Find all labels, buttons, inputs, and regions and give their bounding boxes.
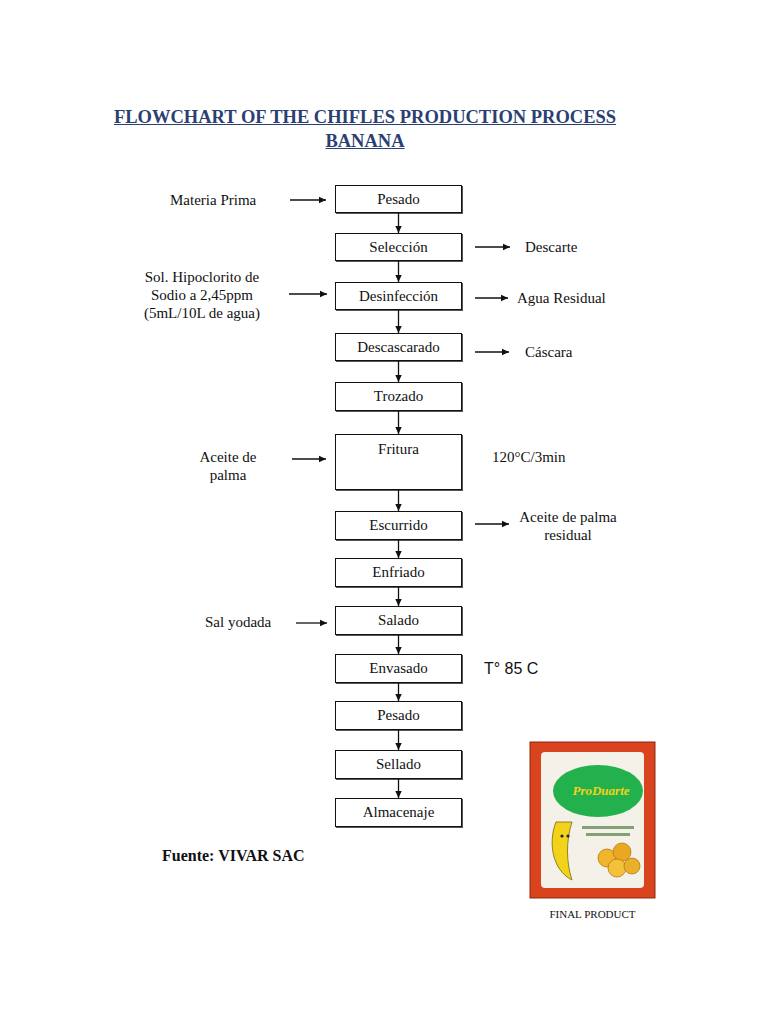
step-label: Pesado (377, 191, 420, 208)
source-note: Fuente: VIVAR SAC (162, 847, 362, 865)
chip (613, 843, 631, 861)
brand-logo: ProDuarte (556, 782, 646, 800)
process-box: Trozado (335, 382, 462, 411)
process-box: Pesado (335, 185, 462, 213)
condition-note: 120°C/3min (492, 448, 592, 466)
step-label: Almacenaje (363, 804, 435, 821)
step-label: Fritura (378, 441, 419, 458)
output-label: Cáscara (525, 343, 605, 361)
step-label: Descascarado (357, 339, 439, 356)
output-arrow (475, 297, 508, 298)
input-arrow (292, 458, 326, 459)
chip (608, 859, 626, 877)
process-box: Enfriado (335, 558, 462, 587)
condition-note: T° 85 C (484, 660, 564, 678)
flow-arrow (398, 779, 399, 798)
input-label: Sal yodada (205, 613, 295, 631)
flow-arrow (398, 683, 399, 701)
bag-body (530, 742, 655, 898)
flow-arrow (398, 730, 399, 750)
side-arrows (289, 200, 510, 623)
input-label: Sol. Hipoclorito de Sodio a 2,45ppm (5mL… (127, 268, 277, 322)
banana-eye (560, 834, 563, 837)
input-label: Aceite de palma (188, 448, 268, 484)
process-box: Envasado (335, 654, 462, 683)
flow-arrow (398, 213, 399, 233)
process-box: Sellado (335, 750, 462, 779)
step-label: Salado (378, 612, 419, 629)
banana-figure (552, 822, 572, 880)
flow-arrow (398, 540, 399, 558)
diagram-title: FLOWCHART OF THE CHIFLES PRODUCTION PROC… (75, 105, 655, 153)
bag-subtitle-mark (586, 833, 630, 836)
process-box: Pesado (335, 701, 462, 730)
process-box: Escurrido (335, 511, 462, 540)
flow-arrow (398, 361, 399, 382)
chip (598, 849, 616, 867)
step-label: Desinfección (359, 288, 438, 305)
flow-arrow (398, 261, 399, 282)
input-arrow (296, 622, 327, 623)
step-label: Pesado (377, 707, 420, 724)
process-box: Selección (335, 233, 462, 261)
input-arrow (290, 199, 326, 200)
flow-arrow (398, 490, 399, 511)
output-arrow (475, 246, 510, 247)
step-label: Sellado (376, 756, 421, 773)
process-box: Descascarado (335, 333, 462, 361)
step-label: Selección (369, 239, 427, 256)
process-box: Salado (335, 606, 462, 635)
step-label: Envasado (369, 660, 427, 677)
process-box: Fritura (335, 434, 462, 490)
step-label: Enfriado (372, 564, 424, 581)
input-label: Materia Prima (170, 191, 280, 209)
product-bag (530, 742, 655, 898)
bag-subtitle-mark (582, 826, 634, 829)
chip (624, 858, 640, 874)
output-label: Aceite de palma residual (508, 508, 628, 544)
step-label: Escurrido (369, 517, 427, 534)
output-label: Descarte (525, 238, 615, 256)
process-box: Desinfección (335, 282, 462, 310)
bag-panel (541, 752, 644, 888)
output-label: Agua Residual (517, 289, 627, 307)
output-arrow (475, 523, 509, 524)
banana-eye (566, 834, 569, 837)
flow-arrow (398, 310, 399, 333)
image-caption: FINAL PRODUCT (530, 905, 655, 923)
flow-arrow (398, 411, 399, 434)
input-arrow (289, 293, 327, 294)
step-label: Trozado (374, 388, 423, 405)
flow-arrow (398, 587, 399, 606)
flow-arrow (398, 635, 399, 654)
output-arrow (475, 351, 509, 352)
process-box: Almacenaje (335, 798, 462, 827)
